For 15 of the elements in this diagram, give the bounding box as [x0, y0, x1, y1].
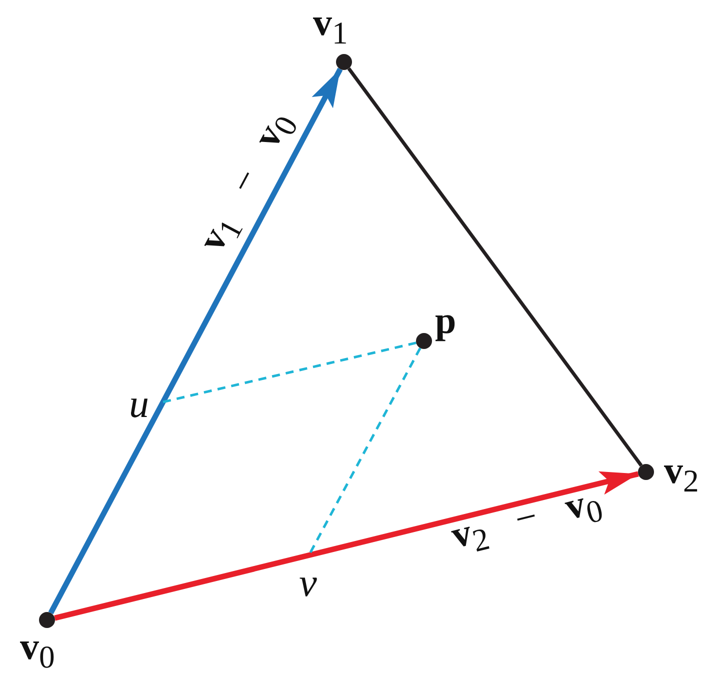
vertex-dot — [336, 54, 352, 70]
dashed-line — [162, 342, 416, 404]
point-label: p — [435, 302, 456, 340]
parameter-label: v — [284, 557, 332, 603]
vertex-dot — [39, 612, 55, 628]
parameter-label: u — [110, 384, 163, 424]
vertex-label: v$_{0}$ — [20, 628, 55, 674]
vertex-dot — [638, 464, 654, 480]
vertex-label: v$_{1}$ — [313, 4, 348, 50]
vertex-label: v$_{2}$ — [664, 452, 699, 498]
arrow — [54, 471, 639, 621]
vertex-dot — [416, 333, 432, 349]
arrow — [48, 68, 343, 614]
edge-label: v$_{2}$ − v$_{0}$ — [448, 482, 606, 560]
line — [347, 67, 643, 467]
